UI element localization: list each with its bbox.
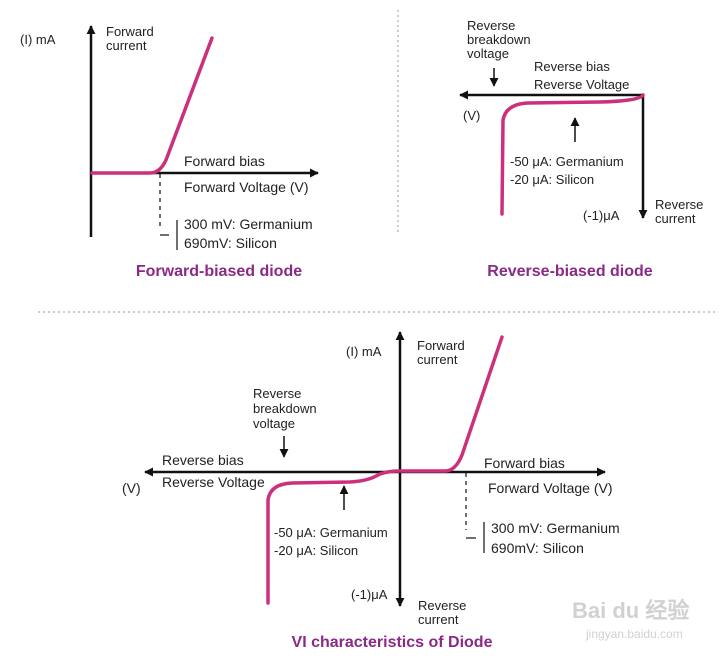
vi-left-unit: (V): [122, 480, 141, 496]
reverse-curve: [500, 93, 645, 216]
reverse-leak-si: -20 μA: Silicon: [510, 172, 594, 187]
forward-threshold-ge: 300 mV: Germanium: [184, 216, 313, 232]
forward-threshold-si: 690mV: Silicon: [184, 235, 277, 251]
forward-curve: [90, 36, 214, 175]
watermark-brand: Bai du 经验: [572, 598, 689, 623]
vi-threshold-si: 690mV: Silicon: [491, 540, 584, 556]
reverse-x-axis-label-1: Reverse bias: [534, 59, 610, 74]
vi-left-axis-label-1: Reverse bias: [162, 452, 244, 468]
vi-panel-title: VI characteristics of Diode: [292, 634, 493, 651]
reverse-x-axis-label-2: Reverse Voltage: [534, 77, 629, 92]
forward-x-axis-label-2: Forward Voltage (V): [184, 179, 309, 195]
watermark-url: jingyan.baidu.com: [585, 627, 683, 641]
reverse-x-unit: (V): [463, 108, 480, 123]
reverse-panel-title: Reverse-biased diode: [487, 263, 653, 280]
vi-y-unit-top: (I) mA: [346, 344, 382, 359]
vi-leak-ge: -50 μA: Germanium: [274, 525, 388, 540]
baidu-watermark: Bai du 经验 jingyan.baidu.com: [572, 598, 689, 641]
vi-leak-si: -20 μA: Silicon: [274, 543, 358, 558]
vi-y-unit-bottom: (-1)μA: [351, 587, 388, 602]
forward-panel-title: Forward-biased diode: [136, 263, 302, 280]
reverse-leak-ge: -50 μA: Germanium: [510, 154, 624, 169]
vi-threshold-ge: 300 mV: Germanium: [491, 520, 620, 536]
vi-right-axis-label-1: Forward bias: [484, 455, 565, 471]
reverse-y-unit: (-1)μA: [583, 208, 620, 223]
vi-left-axis-label-2: Reverse Voltage: [162, 474, 265, 490]
vi-right-axis-label-2: Forward Voltage (V): [488, 480, 613, 496]
forward-y-unit: (I) mA: [20, 32, 56, 47]
forward-x-axis-label-1: Forward bias: [184, 153, 265, 169]
vi-curve: [266, 335, 504, 605]
